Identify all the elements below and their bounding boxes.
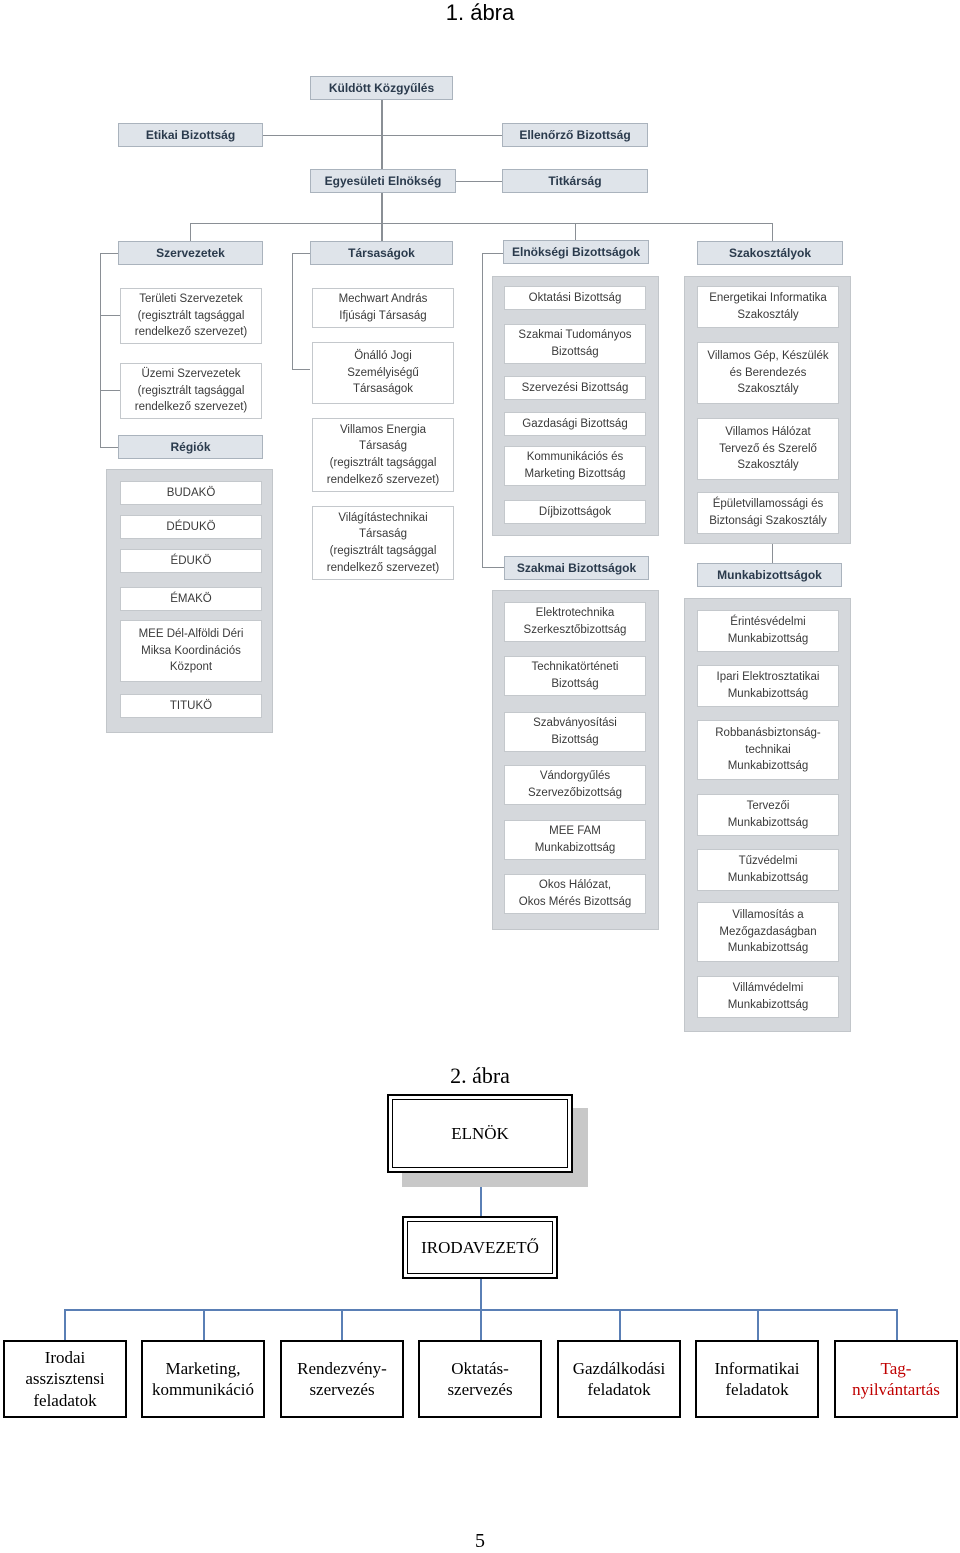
- regio-box: DÉDUKÖ: [120, 515, 262, 539]
- szakosztaly-box: Energetikai Informatika Szakosztály: [697, 286, 839, 328]
- irodavezeto-box: IRODAVEZETŐ: [402, 1216, 558, 1279]
- regiok-header: Régiók: [118, 435, 263, 459]
- szakmai-bizottsag-box: Okos Hálózat, Okos Mérés Bizottság: [504, 874, 646, 914]
- egyesuleti-elnokseg-box: Egyesületi Elnökség: [310, 169, 456, 193]
- task-box: Informatikai feladatok: [695, 1340, 819, 1418]
- szakmai-bizottsag-box: Technikatörténeti Bizottság: [504, 656, 646, 696]
- elnok-box: ELNÖK: [387, 1094, 573, 1173]
- task-box: Marketing, kommunikáció: [141, 1340, 265, 1418]
- elnoksegi-bizottsag-box: Szakmai Tudományos Bizottság: [504, 324, 646, 364]
- elnoksegi-bizottsag-box: Szervezési Bizottság: [504, 376, 646, 400]
- munkabizottsag-box: Villámvédelmi Munkabizottság: [697, 976, 839, 1018]
- szakmai-bizottsag-box: MEE FAM Munkabizottság: [504, 820, 646, 860]
- regio-box: MEE Dél-Alföldi Déri Miksa Koordinációs …: [120, 620, 262, 682]
- titkarsag-box: Titkárság: [502, 169, 648, 193]
- regio-box: ÉMAKÖ: [120, 587, 262, 611]
- szakosztaly-box: Villamos Hálózat Tervező és Szerelő Szak…: [697, 418, 839, 480]
- szakmai-bizottsag-box: Vándorgyűlés Szervezőbizottság: [504, 765, 646, 805]
- munkabizottsag-box: Ipari Elektrosztatikai Munkabizottság: [697, 665, 839, 707]
- munkabizottsagok-header: Munkabizottságok: [697, 563, 842, 587]
- munkabizottsag-box: Érintésvédelmi Munkabizottság: [697, 610, 839, 652]
- elnoksegi-bizottsag-box: Gazdasági Bizottság: [504, 412, 646, 436]
- figure2-title: 2. ábra: [450, 1063, 510, 1088]
- regio-box: BUDAKÖ: [120, 481, 262, 505]
- szervezet-box: Területi Szervezetek (regisztrált tagság…: [120, 288, 262, 344]
- tarsasag-box: Önálló Jogi Személyiségű Társaságok: [312, 342, 454, 404]
- task-box-tagnyilvantartas: Tag- nyilvántartás: [834, 1340, 958, 1418]
- tarsasag-box: Világítástechnikai Társaság (regisztrált…: [312, 506, 454, 580]
- munkabizottsag-box: Tervezői Munkabizottság: [697, 794, 839, 836]
- tarsasag-box: Mechwart András Ifjúsági Társaság: [312, 288, 454, 328]
- task-box: Irodai asszisztensi feladatok: [3, 1340, 127, 1418]
- szervezetek-header: Szervezetek: [118, 241, 263, 265]
- task-box: Rendezvény- szervezés: [280, 1340, 404, 1418]
- task-box: Gazdálkodási feladatok: [557, 1340, 681, 1418]
- tarsasag-box: Villamos Energia Társaság (regisztrált t…: [312, 418, 454, 492]
- regio-box: ÉDUKÖ: [120, 549, 262, 573]
- szakmai-panel: [492, 590, 659, 930]
- elnoksegi-bizottsag-box: Oktatási Bizottság: [504, 286, 646, 310]
- elnoksegi-panel: [492, 276, 659, 536]
- szakosztalyok-header: Szakosztályok: [697, 241, 843, 265]
- ellenorzo-bizottsag-box: Ellenőrző Bizottság: [502, 123, 648, 147]
- szakosztaly-box: Épületvillamossági és Biztonsági Szakosz…: [697, 492, 839, 534]
- etikai-bizottsag-box: Etikai Bizottság: [118, 123, 263, 147]
- szakmai-bizottsag-box: Szabványosítási Bizottság: [504, 712, 646, 752]
- elnoksegi-bizottsag-box: Díjbizottságok: [504, 500, 646, 524]
- regio-box: TITUKÖ: [120, 694, 262, 718]
- szakmai-bizottsagok-header: Szakmai Bizottságok: [504, 556, 649, 580]
- figure1-title: 1. ábra: [445, 0, 515, 25]
- munkabizottsag-box: Villamosítás a Mezőgazdaságban Munkabizo…: [697, 902, 839, 962]
- szervezet-box: Üzemi Szervezetek (regisztrált tagsággal…: [120, 363, 262, 419]
- szakosztaly-box: Villamos Gép, Készülék és Berendezés Sza…: [697, 342, 839, 404]
- munkabizottsag-box: Robbanásbiztonság- technikai Munkabizott…: [697, 720, 839, 780]
- page-number: 5: [475, 1530, 485, 1552]
- task-box: Oktatás- szervezés: [418, 1340, 542, 1418]
- tarsasagok-header: Társaságok: [310, 241, 453, 265]
- munkabizottsag-box: Tűzvédelmi Munkabizottság: [697, 849, 839, 891]
- kuldott-kozgyules-box: Küldött Közgyűlés: [310, 76, 453, 100]
- szakmai-bizottsag-box: Elektrotechnika Szerkesztőbizottság: [504, 602, 646, 642]
- elnoksegi-bizottsag-box: Kommunikációs és Marketing Bizottság: [504, 446, 646, 486]
- elnoksegi-bizottsagok-header: Elnökségi Bizottságok: [503, 240, 649, 264]
